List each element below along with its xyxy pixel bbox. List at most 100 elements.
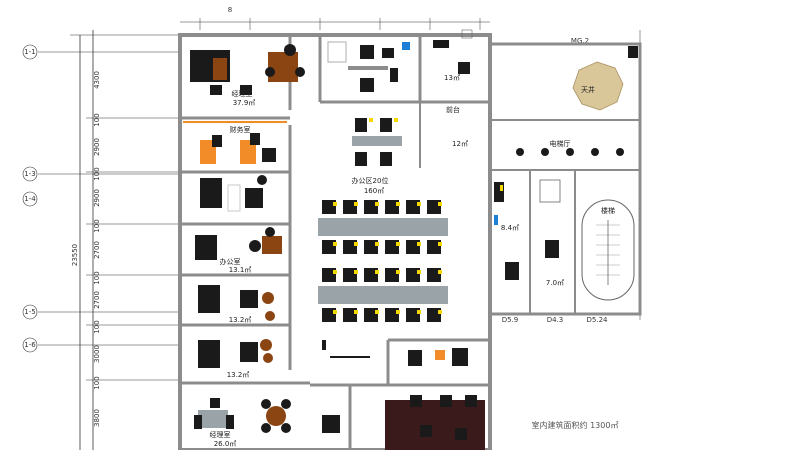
workstation-marker xyxy=(333,202,337,206)
workstation-chair xyxy=(364,308,378,322)
workstation-desk xyxy=(318,218,448,236)
segment-dim: 4300 xyxy=(93,71,101,89)
workstation-marker xyxy=(417,202,421,206)
room-area: 37.9㎡ xyxy=(233,99,256,107)
walls xyxy=(178,33,642,450)
room-name: 楼梯 xyxy=(601,206,615,215)
workstation-marker xyxy=(354,242,358,246)
workstation-marker xyxy=(417,242,421,246)
workstation-chair xyxy=(343,308,357,322)
workstation-chair xyxy=(322,240,336,254)
room-office-mid-1: 办公室 13.1㎡ xyxy=(195,227,282,274)
room-lower-middle xyxy=(322,340,468,366)
workstation-marker xyxy=(333,310,337,314)
room-area: 13.2㎡ xyxy=(229,316,252,324)
room-name: 办公室 xyxy=(220,257,241,266)
room-name: 办公区20位 xyxy=(352,176,389,185)
workstation-marker xyxy=(396,202,400,206)
workstation-chair xyxy=(406,200,420,214)
workstation-chair xyxy=(406,308,420,322)
segment-dim: 2900 xyxy=(93,138,101,156)
workstation-chair xyxy=(385,200,399,214)
stair: 楼梯 xyxy=(581,199,635,301)
workstation-marker xyxy=(396,242,400,246)
workstation-marker xyxy=(396,310,400,314)
room-office-low: 13.2㎡ xyxy=(198,339,273,379)
room-area: 13㎡ xyxy=(444,74,460,82)
room-name: 经理室 xyxy=(210,430,231,439)
workstation-marker xyxy=(438,242,442,246)
workstation-marker xyxy=(438,202,442,206)
workstation-chair xyxy=(427,268,441,282)
workstation-chair xyxy=(406,240,420,254)
workstation-chair xyxy=(364,240,378,254)
segment-dim: 100 xyxy=(93,113,101,126)
workstation-chair xyxy=(385,308,399,322)
room-area: 13.1㎡ xyxy=(229,266,252,274)
segment-dim: 100 xyxy=(93,376,101,389)
area-note: 室内建筑面积约 1300㎡ xyxy=(532,420,619,430)
bottom-dim: D4.3 xyxy=(547,316,564,324)
axis-label: 1-4 xyxy=(24,195,36,203)
room-area: 8.4㎡ xyxy=(501,224,519,232)
segment-dim: 2700 xyxy=(93,241,101,259)
axis-label: 1-5 xyxy=(24,308,35,316)
axis-label: 1-1 xyxy=(24,48,35,56)
segment-dim: 100 xyxy=(93,271,101,284)
workstation-chair xyxy=(322,268,336,282)
bottom-dim: D5.24 xyxy=(587,316,609,324)
washrooms: 8.4㎡ 7.0㎡ xyxy=(494,179,564,287)
workstation-chair xyxy=(385,240,399,254)
workstation-chair xyxy=(385,268,399,282)
workstation-chair xyxy=(406,268,420,282)
segment-dims: 4300 100 2900 100 2900 100 2700 100 2700… xyxy=(93,71,101,427)
workstation-chair xyxy=(322,200,336,214)
room-name: 经理室 xyxy=(232,89,253,98)
workstation-marker xyxy=(396,270,400,274)
segment-dim: 100 xyxy=(93,320,101,333)
top-right-label: MG.2 xyxy=(571,37,589,45)
workstation-marker xyxy=(417,310,421,314)
elevator-lobby: 电梯厅 xyxy=(516,139,624,156)
workstation-marker xyxy=(438,270,442,274)
room-area: 160㎡ xyxy=(364,187,384,195)
room-area: 12㎡ xyxy=(452,140,468,148)
workstation-chair xyxy=(364,200,378,214)
workstation-marker xyxy=(333,270,337,274)
segment-dim: 2900 xyxy=(93,189,101,207)
axis-label: 1-6 xyxy=(24,341,36,349)
room-top-middle: 13㎡ xyxy=(327,29,473,92)
axis-label: 1-3 xyxy=(24,170,35,178)
room-office-mid-0 xyxy=(200,175,267,212)
bottom-dims: D5.9 D4.3 D5.24 xyxy=(502,316,608,324)
workstation-chair xyxy=(364,268,378,282)
workstation-marker xyxy=(354,202,358,206)
room-name: 天井 xyxy=(581,85,595,94)
workstation-chair xyxy=(322,308,336,322)
workstation-marker xyxy=(375,242,379,246)
workstation-chair xyxy=(343,268,357,282)
room-name: 电梯厅 xyxy=(550,139,571,148)
workstation-marker xyxy=(375,270,379,274)
meeting-table-center: 前台 12㎡ xyxy=(352,105,468,166)
workstation-chair xyxy=(427,240,441,254)
room-meeting-bottom xyxy=(322,395,485,450)
room-office-top-left: 经理室 37.9㎡ xyxy=(190,44,305,107)
dimension-chain: 23550 xyxy=(70,30,180,450)
axis-markers: 1-1 1-3 1-4 1-5 1-6 xyxy=(22,44,180,353)
segment-dim: 2700 xyxy=(93,291,101,309)
workstation-marker xyxy=(375,310,379,314)
workstation-desk xyxy=(318,286,448,304)
room-office-mid-2: 13.2㎡ xyxy=(198,285,275,324)
workstation-chair xyxy=(427,200,441,214)
room-finance: 财务室 xyxy=(183,121,287,164)
workstation-marker xyxy=(375,202,379,206)
top-label: 8 xyxy=(228,6,232,14)
workstation-marker xyxy=(438,310,442,314)
segment-dim: 100 xyxy=(93,219,101,232)
garden: 天井 xyxy=(572,46,638,111)
workstation-marker xyxy=(333,242,337,246)
workstation-chair xyxy=(343,200,357,214)
workstation-chair xyxy=(427,308,441,322)
